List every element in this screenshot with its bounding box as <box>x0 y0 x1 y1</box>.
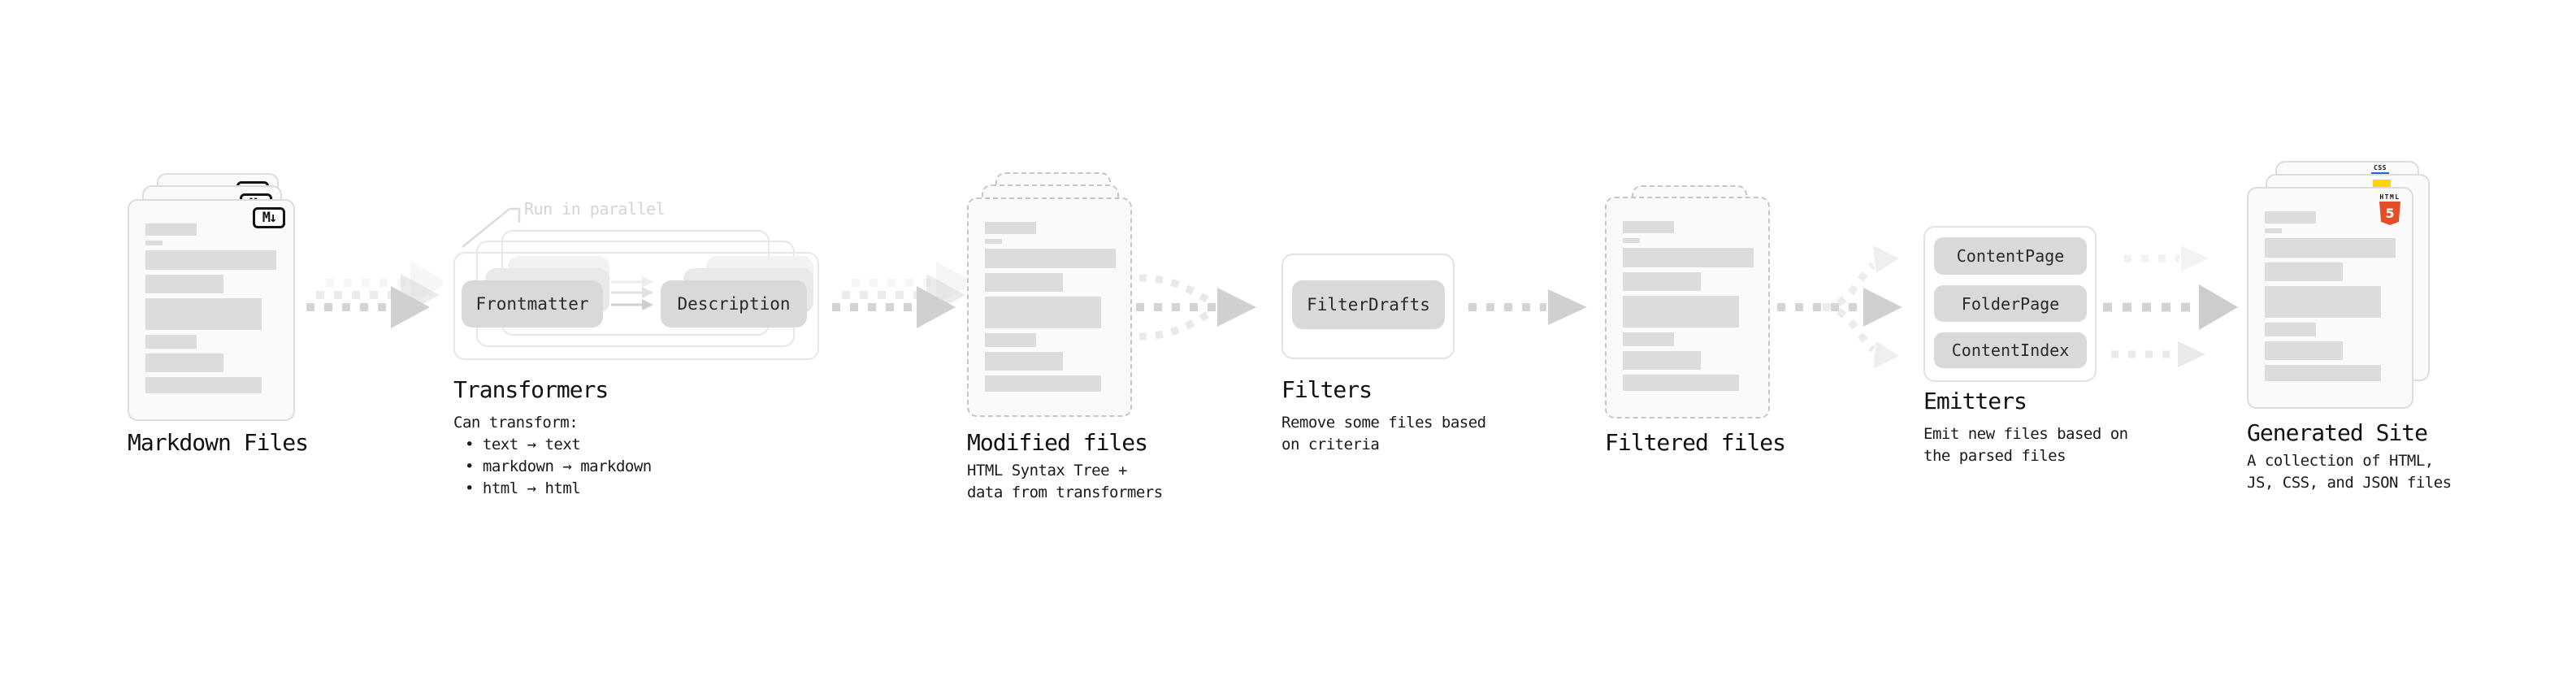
markdown-icon: M↓ <box>253 207 285 228</box>
transformer-pill-frontmatter: Frontmatter <box>462 280 603 327</box>
flow-arrow-stacked <box>832 262 969 328</box>
text-line-placeholder <box>2265 228 2282 233</box>
text-line-placeholder <box>985 375 1101 392</box>
stage-desc-emitters: Emit new files based on the parsed files <box>1923 423 2128 467</box>
document-placeholder-lines <box>1623 221 1754 391</box>
text-line-placeholder <box>985 297 1101 328</box>
text-line-placeholder <box>145 223 197 236</box>
html5-shield: 5 <box>2379 202 2400 225</box>
flow-arrow-single <box>1468 289 1587 325</box>
desc-line: Emit new files based on <box>1923 425 2128 443</box>
stage-desc-modified-files: HTML Syntax Tree + data from transformer… <box>967 460 1163 504</box>
html5-number: 5 <box>2385 205 2395 221</box>
text-line-placeholder <box>2265 238 2396 258</box>
text-line-placeholder <box>1623 272 1701 291</box>
text-line-placeholder <box>1623 296 1739 327</box>
text-line-placeholder <box>2265 365 2381 381</box>
filtered-file-card-front <box>1605 197 1770 419</box>
text-line-placeholder <box>1623 221 1674 233</box>
stage-desc-filters: Remove some files based on criteria <box>1281 412 1486 456</box>
generated-file-card-html: HTML 5 <box>2247 187 2413 409</box>
document-placeholder-lines <box>145 223 276 393</box>
modified-file-card-front <box>967 197 1132 417</box>
stage-desc-transformers: Can transform: • text → text • markdown … <box>453 412 652 500</box>
text-line-placeholder <box>2265 211 2316 223</box>
desc-heading: Can transform: <box>453 414 579 432</box>
stage-label-filters: Filters <box>1281 376 1373 403</box>
flow-arrow-stacked <box>306 262 443 328</box>
stage-desc-generated-site: A collection of HTML, JS, CSS, and JSON … <box>2247 450 2452 494</box>
parallel-step-arrows <box>611 276 653 310</box>
emitter-pill-folderpage: FolderPage <box>1934 285 2087 322</box>
text-line-placeholder <box>985 222 1036 234</box>
text-line-placeholder <box>145 275 223 293</box>
flow-arrow-fanout <box>1777 245 1902 369</box>
desc-line: the parsed files <box>1923 447 2066 465</box>
text-line-placeholder <box>145 298 262 330</box>
text-line-placeholder <box>145 335 197 349</box>
text-line-placeholder <box>145 354 223 372</box>
html5-icon: HTML 5 <box>2379 193 2400 225</box>
desc-line: JS, CSS, and JSON files <box>2247 474 2452 492</box>
text-line-placeholder <box>2265 341 2343 360</box>
stage-label-emitters: Emitters <box>1923 388 2027 414</box>
run-in-parallel-annotation: Run in parallel <box>524 199 666 219</box>
emitter-pill-contentindex: ContentIndex <box>1934 332 2087 368</box>
text-line-placeholder <box>145 241 163 245</box>
text-line-placeholder <box>1623 332 1674 346</box>
text-line-placeholder <box>985 249 1116 268</box>
text-line-placeholder <box>2265 262 2343 281</box>
flow-arrow-converge <box>1136 274 1256 340</box>
flow-arrow-parallel <box>2103 245 2238 367</box>
stage-label-filtered-files: Filtered files <box>1605 429 1786 456</box>
text-line-placeholder <box>985 352 1063 371</box>
text-line-placeholder <box>1623 248 1754 267</box>
filter-pill-filterdrafts: FilterDrafts <box>1292 280 1445 329</box>
text-line-placeholder <box>985 273 1063 292</box>
text-line-placeholder <box>1623 351 1701 370</box>
document-placeholder-lines <box>2265 211 2396 381</box>
desc-line: Remove some files based <box>1281 414 1486 432</box>
stage-label-transformers: Transformers <box>453 376 609 403</box>
css-label: CSS <box>2374 164 2387 171</box>
desc-bullet: • markdown → markdown <box>465 458 652 475</box>
desc-line: data from transformers <box>967 484 1163 501</box>
stage-label-markdown-files: Markdown Files <box>128 429 309 456</box>
emitter-pill-contentpage: ContentPage <box>1934 237 2087 275</box>
document-placeholder-lines <box>985 222 1116 392</box>
desc-bullet: • html → html <box>465 479 581 497</box>
transformer-run-box-front <box>453 252 819 360</box>
text-line-placeholder <box>2265 286 2381 318</box>
desc-line: A collection of HTML, <box>2247 452 2434 470</box>
transformer-pill-description: Description <box>661 280 807 327</box>
text-line-placeholder <box>985 239 1002 244</box>
annotation-leader-line <box>462 207 521 248</box>
text-line-placeholder <box>2265 323 2316 336</box>
stage-label-generated-site: Generated Site <box>2247 419 2428 446</box>
text-line-placeholder <box>145 377 262 393</box>
text-line-placeholder <box>1623 375 1739 391</box>
text-line-placeholder <box>145 250 276 270</box>
desc-line: HTML Syntax Tree + <box>967 462 1127 479</box>
desc-line: on criteria <box>1281 436 1380 453</box>
html5-wordmark: HTML <box>2379 193 2400 201</box>
stage-label-modified-files: Modified files <box>967 429 1148 456</box>
desc-bullet: • text → text <box>465 436 581 453</box>
markdown-file-card-front: M↓ <box>128 199 295 421</box>
text-line-placeholder <box>985 333 1036 347</box>
text-line-placeholder <box>1623 238 1640 243</box>
